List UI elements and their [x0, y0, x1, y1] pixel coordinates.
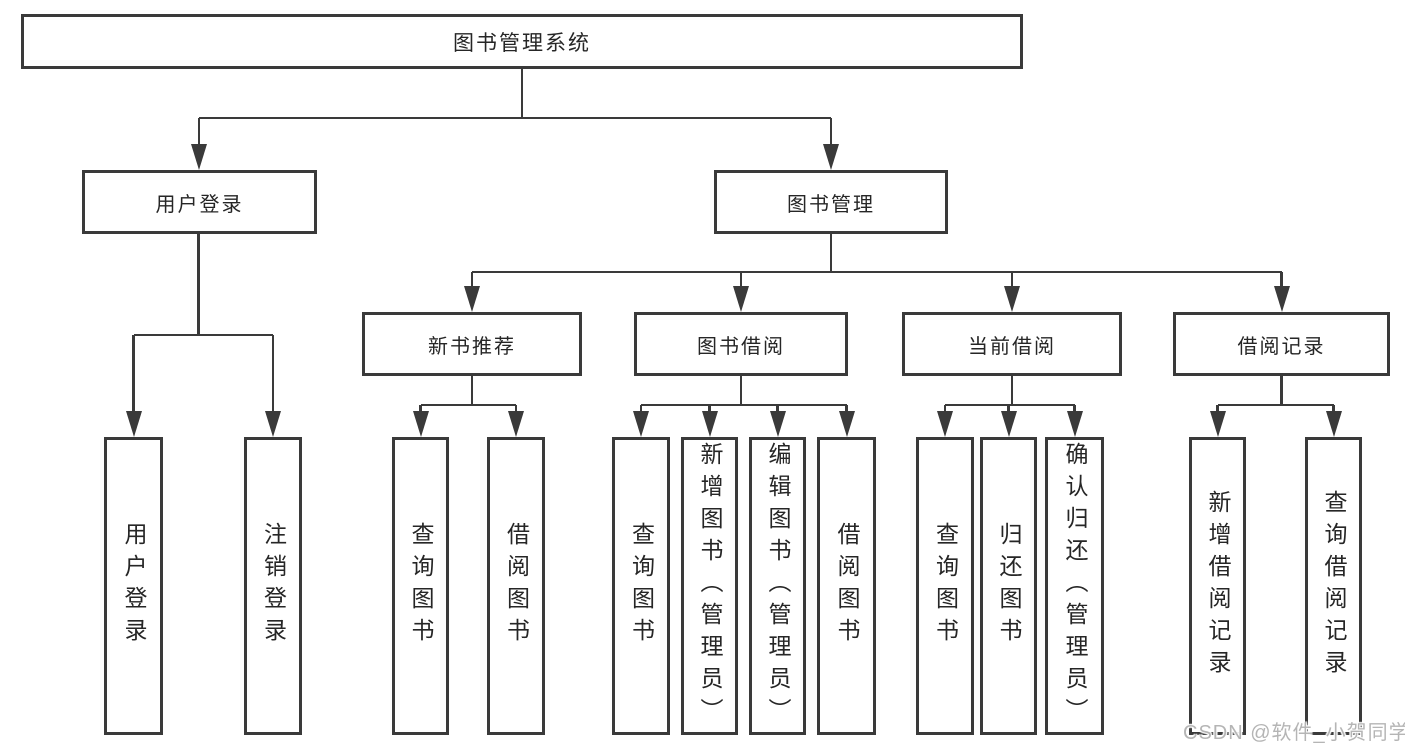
connector-arrowhead	[1066, 411, 1083, 437]
connector-arrowhead	[633, 411, 649, 437]
connector-arrowhead	[769, 411, 786, 437]
connector-line	[1217, 403, 1334, 407]
node-book-borrowing: 图书借阅	[634, 312, 848, 376]
connector-arrowhead	[464, 286, 480, 312]
connector-arrow-stem	[514, 405, 518, 413]
node-rec-borrow-books-label: 借阅图书	[503, 522, 530, 650]
node-new-book-rec: 新书推荐	[362, 312, 582, 376]
node-bor-edit-books: 编辑图书（管理员）	[749, 437, 806, 735]
connector-arrowhead	[412, 411, 429, 437]
node-add-borrow-record-label: 新增借阅记录	[1205, 490, 1231, 682]
node-bor-query-books: 查询图书	[612, 437, 670, 735]
connector-line	[420, 403, 516, 407]
node-login: 用户登录	[104, 437, 163, 735]
connector-arrow-stem	[943, 405, 947, 413]
connector-arrowhead	[265, 411, 281, 437]
connector-line	[133, 333, 273, 337]
connector-arrow-stem	[470, 272, 474, 288]
connector-line	[829, 234, 833, 272]
connector-line	[641, 403, 847, 407]
connector-arrowhead	[508, 411, 524, 437]
node-current-borrowing: 当前借阅	[902, 312, 1122, 376]
node-book-management: 图书管理	[714, 170, 948, 234]
connector-line	[470, 376, 474, 405]
node-query-borrow-record-label: 查询借阅记录	[1321, 490, 1347, 682]
connector-arrowhead	[1273, 286, 1290, 312]
node-query-borrow-record: 查询借阅记录	[1305, 437, 1362, 735]
node-add-borrow-record: 新增借阅记录	[1189, 437, 1246, 735]
connector-arrowhead	[1325, 411, 1342, 437]
connector-arrowhead	[1004, 286, 1020, 312]
node-bor-add-books-label: 新增图书（管理员）	[697, 442, 723, 730]
watermark: CSDN @软件_小贺同学	[1183, 722, 1405, 744]
connector-line	[520, 69, 524, 118]
node-login-label: 用户登录	[121, 522, 147, 650]
connector-arrowhead	[838, 411, 855, 437]
node-user-login: 用户登录	[82, 170, 317, 234]
node-current-borrowing-label: 当前借阅	[968, 335, 1056, 358]
node-root: 图书管理系统	[21, 14, 1023, 69]
node-bor-edit-books-label: 编辑图书（管理员）	[765, 442, 791, 730]
node-bor-borrow-books-label: 借阅图书	[834, 522, 860, 650]
connector-line	[739, 376, 743, 405]
connector-line	[1280, 376, 1283, 405]
node-user-login-label: 用户登录	[155, 193, 244, 216]
connector-arrow-stem	[1007, 405, 1010, 413]
connector-arrow-stem	[1010, 272, 1014, 288]
connector-arrow-stem	[271, 335, 275, 413]
node-borrowing-records: 借阅记录	[1173, 312, 1390, 376]
connector-arrowhead	[733, 286, 749, 312]
node-logout: 注销登录	[244, 437, 302, 735]
node-bor-add-books: 新增图书（管理员）	[681, 437, 738, 735]
connector-arrowhead	[1209, 411, 1226, 437]
connector-line	[197, 234, 200, 335]
connector-arrow-stem	[1332, 405, 1335, 413]
connector-arrow-stem	[845, 405, 848, 413]
node-bor-query-books-label: 查询图书	[628, 522, 655, 650]
connector-line	[945, 403, 1075, 407]
node-rec-query-books: 查询图书	[392, 437, 449, 735]
connector-arrow-stem	[776, 405, 779, 413]
node-cur-return-books-label: 归还图书	[996, 522, 1022, 650]
connector-arrowhead	[1000, 411, 1017, 437]
connector-arrow-stem	[1216, 405, 1219, 413]
connector-arrow-stem	[132, 335, 135, 413]
connector-arrow-stem	[739, 272, 743, 288]
node-new-book-rec-label: 新书推荐	[428, 335, 516, 358]
node-rec-query-books-label: 查询图书	[408, 522, 434, 650]
connector-arrowhead	[701, 411, 718, 437]
connector-arrowhead	[937, 411, 953, 437]
connector-line	[1010, 376, 1014, 405]
connector-arrow-stem	[419, 405, 422, 413]
node-cur-query-books-label: 查询图书	[932, 522, 959, 650]
node-logout-label: 注销登录	[260, 522, 287, 650]
node-cur-confirm-return: 确认归还（管理员）	[1045, 437, 1104, 735]
node-root-label: 图书管理系统	[453, 31, 591, 55]
node-cur-return-books: 归还图书	[980, 437, 1037, 735]
connector-line	[199, 116, 831, 120]
node-book-management-label: 图书管理	[787, 193, 875, 216]
connector-arrowhead	[125, 411, 142, 437]
connector-arrow-stem	[197, 118, 201, 146]
connector-arrowhead	[191, 144, 207, 170]
node-borrowing-records-label: 借阅记录	[1237, 335, 1326, 358]
connector-arrow-stem	[1280, 272, 1283, 288]
node-rec-borrow-books: 借阅图书	[487, 437, 545, 735]
node-book-borrowing-label: 图书借阅	[697, 335, 785, 358]
node-cur-query-books: 查询图书	[916, 437, 974, 735]
node-cur-confirm-return-label: 确认归还（管理员）	[1062, 442, 1088, 730]
connector-line	[472, 270, 1282, 274]
connector-arrow-stem	[829, 118, 833, 146]
node-bor-borrow-books: 借阅图书	[817, 437, 876, 735]
connector-arrow-stem	[1073, 405, 1076, 413]
connector-arrow-stem	[708, 405, 711, 413]
connector-arrowhead	[823, 144, 839, 170]
connector-arrow-stem	[639, 405, 643, 413]
